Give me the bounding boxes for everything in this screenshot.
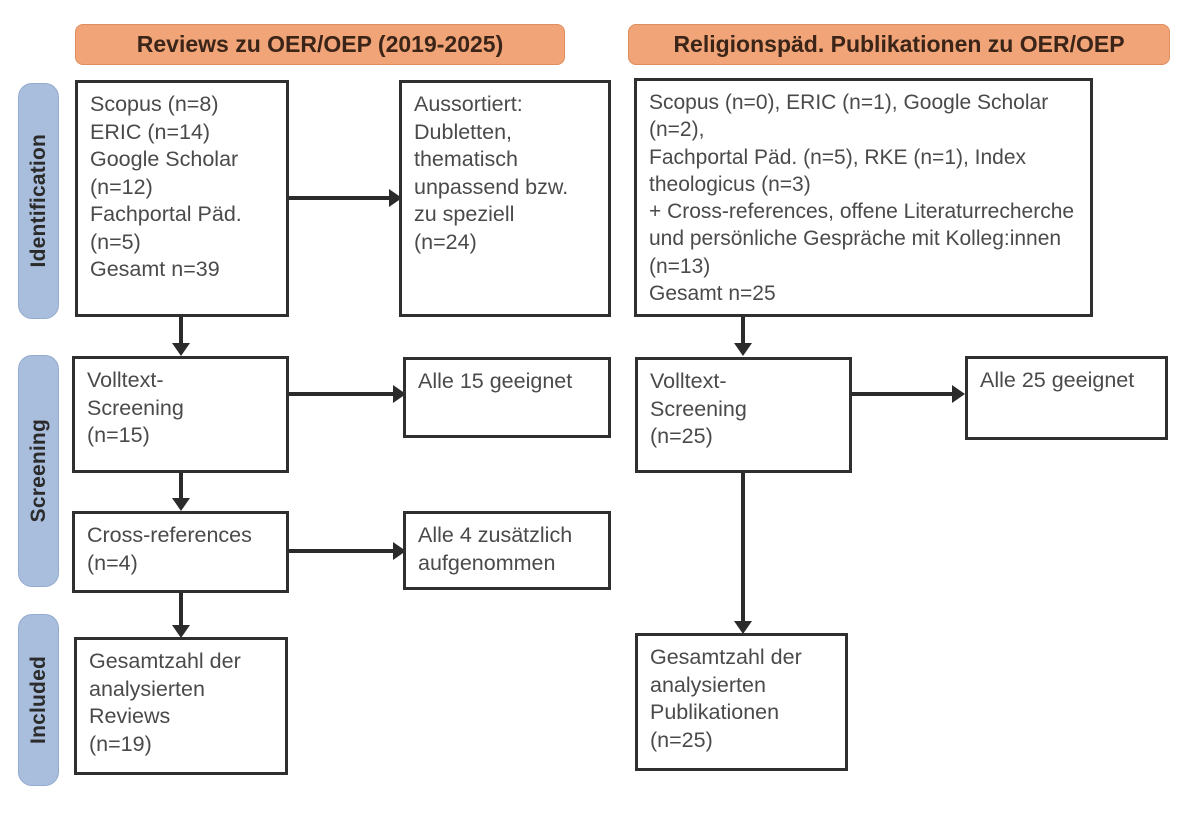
connector-right-identification-to-fulltext — [741, 317, 745, 343]
stage-label-identification: Identification — [18, 83, 59, 319]
column-header-right: Religionspäd. Publikationen zu OER/OEP — [628, 24, 1170, 65]
column-header-left: Reviews zu OER/OEP (2019-2025) — [75, 24, 565, 65]
arrowhead-right-fulltext-to-result — [952, 385, 965, 403]
arrowhead-left-identification-to-fulltext — [172, 343, 190, 356]
stage-label-included: Included — [18, 614, 59, 786]
connector-left-identification-to-excluded — [289, 196, 389, 200]
connector-left-crossref-to-result — [289, 549, 393, 553]
arrowhead-right-fulltext-to-included — [734, 621, 752, 634]
right-included-box: Gesamtzahl der analysierten Publikatione… — [635, 633, 848, 771]
connector-left-crossref-to-included — [179, 593, 183, 625]
left-fulltext-result-box: Alle 15 geeignet — [403, 357, 611, 438]
arrowhead-left-fulltext-to-result — [393, 385, 406, 403]
arrowhead-left-identification-to-excluded — [389, 189, 402, 207]
connector-left-fulltext-to-crossref — [179, 473, 183, 498]
connector-left-fulltext-to-result — [289, 392, 393, 396]
right-fulltext-result-box: Alle 25 geeignet — [965, 356, 1168, 440]
stage-label-screening-text: Screening — [26, 419, 50, 523]
stage-label-screening: Screening — [18, 355, 59, 587]
right-identification-box: Scopus (n=0), ERIC (n=1), Google Scholar… — [634, 78, 1093, 317]
left-excluded-box: Aussortiert: Dubletten, thematisch unpas… — [399, 80, 611, 317]
arrowhead-left-crossref-to-included — [172, 625, 190, 638]
connector-left-identification-to-fulltext — [179, 317, 183, 343]
left-crossref-box: Cross-references (n=4) — [72, 511, 289, 593]
connector-right-fulltext-to-result — [852, 392, 952, 396]
arrowhead-left-crossref-to-result — [393, 542, 406, 560]
stage-label-identification-text: Identification — [26, 134, 50, 268]
left-included-box: Gesamtzahl der analysierten Reviews (n=1… — [74, 637, 288, 775]
arrowhead-left-fulltext-to-crossref — [172, 498, 190, 511]
stage-label-included-text: Included — [26, 656, 50, 744]
left-identification-box: Scopus (n=8) ERIC (n=14) Google Scholar … — [75, 80, 289, 317]
left-crossref-result-box: Alle 4 zusätzlich aufgenommen — [403, 511, 611, 590]
left-fulltext-screening-box: Volltext- Screening (n=15) — [72, 356, 289, 473]
arrowhead-right-identification-to-fulltext — [734, 343, 752, 356]
connector-right-fulltext-to-included — [741, 473, 745, 621]
right-fulltext-screening-box: Volltext- Screening (n=25) — [635, 357, 852, 473]
